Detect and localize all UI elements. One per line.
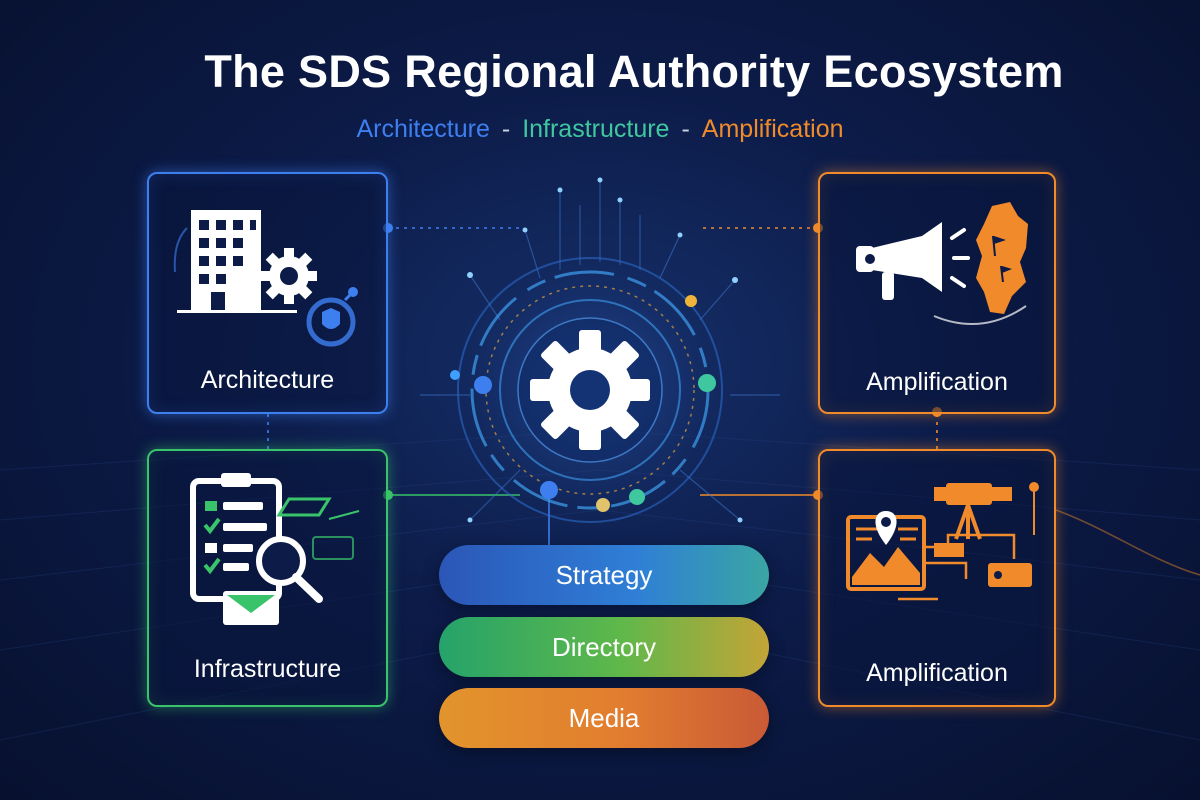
gear-icon [530, 330, 650, 450]
subtitle-separator: - [501, 115, 511, 143]
architecture-label: Architecture [200, 366, 335, 394]
amplification-label-top: Amplification [866, 368, 1008, 396]
subtitle: Architecture-Infrastructure-Amplificatio… [0, 115, 1200, 144]
amplification-label-bottom: Amplification [866, 659, 1008, 687]
architecture-card: Architecture [147, 172, 388, 414]
subtitle-separator: - [681, 115, 690, 143]
amplification-card-bottom: Amplification [818, 449, 1056, 707]
page-title: The SDS Regional Authority Ecosystem [204, 46, 1064, 97]
building-gear-icon [173, 210, 358, 347]
megaphone-map-icon [856, 202, 1028, 325]
clipboard-search-icon [190, 473, 360, 625]
infrastructure-label: Infrastructure [193, 655, 342, 683]
subtitle-amplification: Amplification [701, 115, 844, 143]
strategy-pill: Strategy [439, 545, 769, 605]
media-pill: Media [439, 688, 769, 748]
central-hub [445, 245, 735, 535]
subtitle-infrastructure: Infrastructure [522, 115, 670, 143]
map-pin-camera-icon [846, 482, 1039, 601]
directory-pill: Directory [439, 617, 769, 677]
subtitle-architecture: Architecture [356, 115, 490, 143]
amplification-card-top: Amplification [818, 172, 1056, 414]
infrastructure-card: Infrastructure [147, 449, 388, 707]
